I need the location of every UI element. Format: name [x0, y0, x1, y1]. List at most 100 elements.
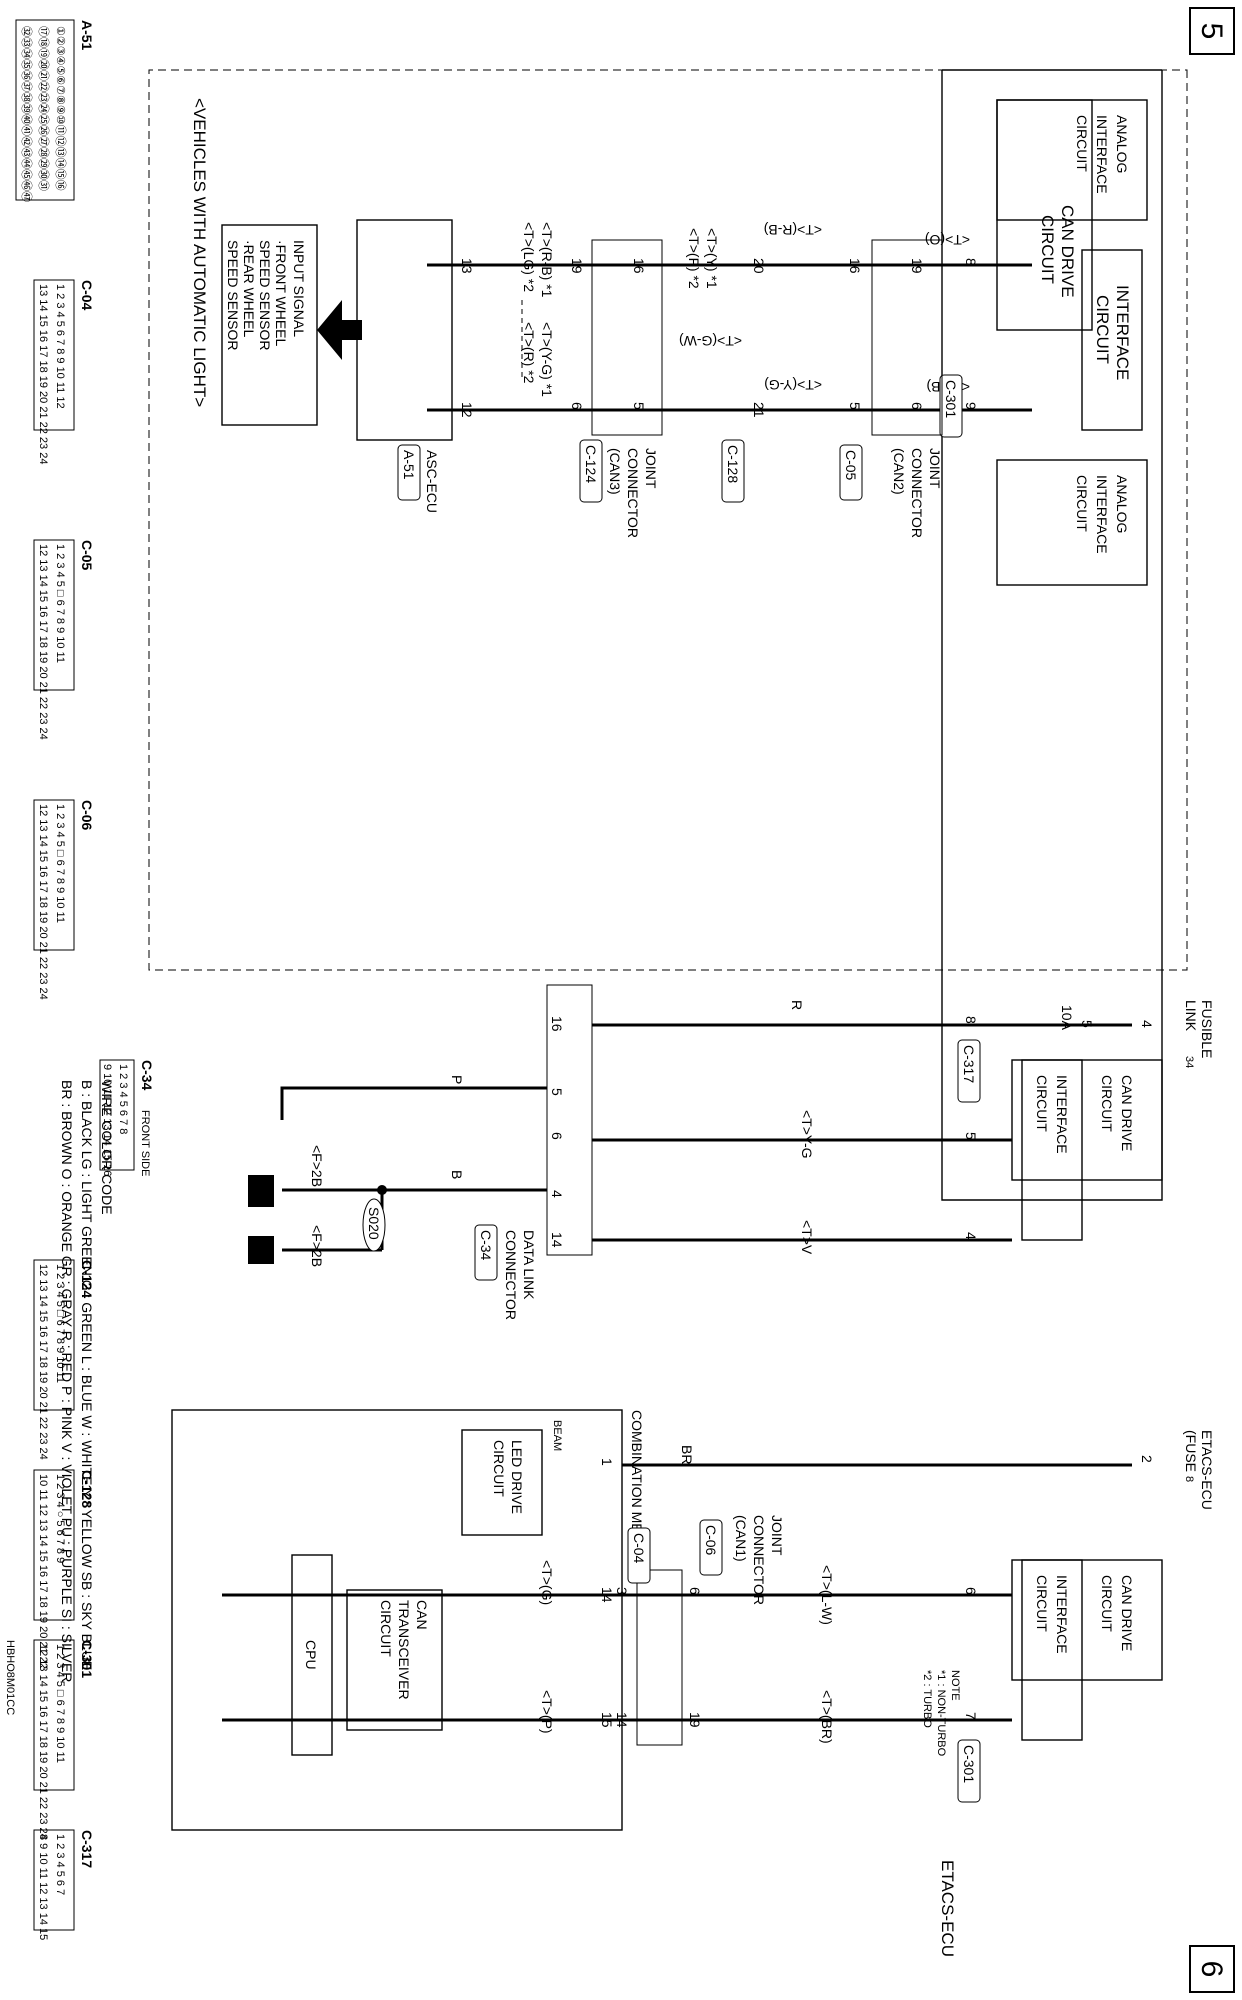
- analog-1-l1: ANALOG: [1114, 115, 1130, 173]
- face-c06-r1: 1 2 3 4 5 □ 6 7 8 9 10 11: [54, 804, 66, 923]
- analog-interface-2: [996, 459, 1148, 586]
- can-drive-1-l1: CAN DRIVE: [1058, 205, 1077, 298]
- can-drive-3-l2: CIRCUIT: [1099, 1575, 1115, 1632]
- face-c301-r1: 1 2 3 4 5 □ 6 7 8 9 10 11: [54, 1644, 66, 1763]
- pin-6d: 6: [963, 1587, 979, 1595]
- etacs-fuse-marker: 2: [1139, 1455, 1155, 1463]
- face-c301-title: C-301: [79, 1640, 95, 1678]
- pin-16b: 16: [631, 258, 647, 274]
- page-marker-right: 6: [1195, 1961, 1228, 1978]
- jc2-l3: (CAN2): [891, 448, 907, 495]
- jc3-l1: JOINT: [643, 448, 659, 489]
- input-l5: SPEED SENSOR: [225, 240, 241, 350]
- face-c04-r1: 1 2 3 4 5 6 7 8 9 10 11 12: [54, 284, 66, 409]
- jc2-l1: JOINT: [927, 448, 943, 489]
- face-c04-r2: 13 14 15 16 17 18 19 20 21 22 23 24: [37, 284, 49, 464]
- input-l1: INPUT SIGNAL: [291, 240, 307, 337]
- cpu-label: CPU: [303, 1640, 319, 1670]
- can-tr-l1: CAN: [414, 1600, 430, 1630]
- can-drive-3-l1: CAN DRIVE: [1119, 1575, 1135, 1651]
- pin-5b: 5: [631, 402, 647, 410]
- interface-3-l1: INTERFACE: [1054, 1575, 1070, 1654]
- face-c301-r2: 12 13 14 15 16 17 18 19 20 21 22 23 24: [37, 1644, 49, 1840]
- etacs-ecu-outline: [941, 70, 1163, 1201]
- color-code-row2: BR : BROWN O : ORANGE GR : GRAY R : RED …: [59, 1080, 75, 1682]
- pin-13: 13: [459, 258, 475, 274]
- connector-faces: A-51 ①②③④⑤⑥⑦⑧⑨⑩⑪⑫⑬⑭⑮⑯ ⑰⑱⑲⑳㉑㉒㉓㉔㉕㉖㉗㉘㉙㉚㉛ ㉜㉝…: [15, 19, 155, 1940]
- pin-14a: 14: [549, 1232, 565, 1248]
- pin-16c: 16: [549, 1016, 565, 1032]
- note-2: *2 : TURBO: [921, 1670, 933, 1728]
- pin-19a: 19: [909, 258, 925, 274]
- wire-p: [280, 1086, 547, 1120]
- analog-2-l1: ANALOG: [1114, 475, 1130, 533]
- figure-code: HBHO8M01CC: [4, 1640, 16, 1715]
- can-tr-l3: CIRCUIT: [378, 1600, 394, 1657]
- pin-8: 8: [963, 258, 979, 266]
- splice-s020: [362, 1198, 386, 1252]
- jc3-l2: CONNECTOR: [625, 448, 641, 538]
- input-signal-box: [221, 224, 318, 426]
- conn-c06: C-06: [703, 1525, 719, 1556]
- dlc-l2: CONNECTOR: [503, 1230, 519, 1320]
- pin-5c: 5: [963, 1132, 979, 1140]
- face-c317-title: C-317: [79, 1830, 95, 1868]
- wire-tv: <T>V: [799, 1220, 815, 1255]
- face-c128-title: C-128: [79, 1470, 95, 1508]
- face-a51-r3: ㉜㉝㉞㉟㊱㊲㊳㊴㊵㊶㊷㊸㊹㊺㊻㊼: [20, 26, 33, 202]
- note-1: *1 : NON-TURBO: [935, 1670, 947, 1757]
- jc1-l1: JOINT: [769, 1515, 785, 1556]
- input-l3: SPEED SENSOR: [257, 240, 273, 350]
- page-marker-left-box: [1189, 7, 1235, 55]
- joint-can2-box: [871, 239, 943, 436]
- face-c34-r1: 1 2 3 4 5 6 7 8: [117, 1064, 129, 1134]
- beam-label: BEAM: [551, 1420, 563, 1451]
- pin-4: 4: [549, 1190, 565, 1198]
- fusible-num: 34: [1183, 1056, 1195, 1068]
- led-l1: LED DRIVE: [509, 1440, 525, 1514]
- wire-tp: <T>(P): [539, 1690, 555, 1734]
- analog-1-l3: CIRCUIT: [1074, 115, 1090, 172]
- pin-15: 15: [599, 1712, 615, 1728]
- color-code-title: WIRE COLOR CODE: [99, 1080, 115, 1215]
- interface-circuit-1: [1081, 249, 1143, 431]
- fusible-l1: FUSIBLE: [1199, 1000, 1215, 1058]
- can-transceiver-box: [346, 1589, 443, 1731]
- note-title: NOTE: [949, 1670, 961, 1701]
- dlc-l1: DATA LINK: [521, 1230, 537, 1300]
- ground-14: 14: [250, 1181, 270, 1201]
- joint-can3-box: [591, 239, 663, 436]
- wire-ty1: <T>(Y) *1: [704, 228, 720, 289]
- wire-trb: <T>(R-B): [764, 222, 822, 238]
- can-drive-circuit-2: [1011, 1059, 1163, 1181]
- combo-label: COMBINATION METER: [629, 1410, 645, 1561]
- pin-9: 9: [963, 402, 979, 410]
- analog-interface-1: [996, 99, 1148, 221]
- conn-c301b: C-301: [961, 1745, 977, 1783]
- conn-c124: C-124: [583, 445, 599, 483]
- input-l4: ·REAR WHEEL: [241, 240, 257, 337]
- jc3-l3: (CAN3): [607, 448, 623, 495]
- face-c128-r2: 10 11 12 13 14 15 16 17 18 19 20 21 22: [37, 1474, 49, 1669]
- face-c05-title: C-05: [79, 540, 95, 571]
- etacs-fuse-l1: ETACS-ECU: [1199, 1430, 1215, 1510]
- interface-3-l2: CIRCUIT: [1034, 1575, 1050, 1632]
- interface-2-l2: CIRCUIT: [1034, 1075, 1050, 1132]
- pin-1: 1: [599, 1458, 615, 1466]
- pin-7: 7: [963, 1712, 979, 1720]
- analog-2-l2: INTERFACE: [1094, 475, 1110, 554]
- face-c04-title: C-04: [79, 280, 95, 311]
- face-c124-title: C-124: [79, 1260, 95, 1298]
- fusible-marker: 4: [1139, 1020, 1155, 1028]
- wire-tgw: <T>(G-W): [679, 333, 742, 349]
- pin-6e: 6: [687, 1587, 703, 1595]
- interface-1-l2: CIRCUIT: [1093, 295, 1112, 364]
- input-l2: ·FRONT WHEEL: [273, 240, 289, 347]
- face-c124-r2: 12 13 14 15 16 17 18 19 20 21 22 23 24: [37, 1264, 49, 1460]
- wire-b-label: B: [449, 1170, 465, 1179]
- pin-6c: 6: [549, 1132, 565, 1140]
- wire-trb1: <T>(R-B) *1: [539, 222, 555, 298]
- pin-19c: 19: [687, 1712, 703, 1728]
- wire-tg: <T>(G): [539, 1560, 555, 1605]
